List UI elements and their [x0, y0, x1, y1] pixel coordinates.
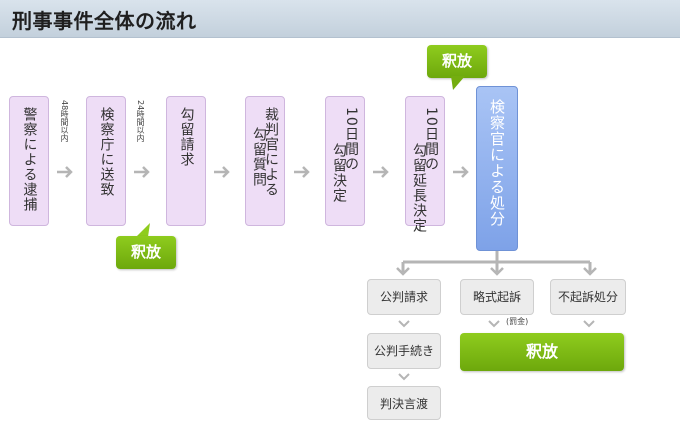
outcome-public-trial-request: 公判請求	[367, 279, 441, 315]
outcome-summary-indictment: 略式起訴	[460, 279, 534, 315]
fine-note: (罰金)	[506, 317, 529, 326]
outcome-non-indictment: 不起訴処分	[550, 279, 626, 315]
stage-sent-to-prosecutor: 検察庁に送致	[86, 96, 126, 226]
arrow-right-icon	[134, 166, 150, 178]
bubble-tail-icon	[451, 76, 465, 90]
stage-detention-extension: 10日間の 勾留延長決定	[405, 96, 445, 233]
arrow-right-icon	[453, 166, 469, 178]
stage-detention-request-label: 勾留請求	[178, 107, 195, 167]
release-result-bar: 釈放	[460, 333, 624, 371]
stage-judge-questioning-label-2: 勾留質問	[251, 127, 267, 187]
outcome-trial-procedure: 公判手続き	[367, 333, 441, 369]
arrow-right-icon	[294, 166, 310, 178]
release-result-bar-label: 釈放	[525, 342, 558, 361]
time-limit-48h: 48時間以内	[60, 100, 69, 143]
stage-prosecutor-disposition: 検察官による処分	[476, 86, 518, 251]
release-bubble-left-label: 釈放	[130, 243, 161, 261]
release-bubble-top-label: 釈放	[441, 52, 472, 70]
stage-detention-decision: 10日間の 勾留決定	[325, 96, 365, 226]
release-bubble-left: 釈放	[116, 236, 176, 269]
stage-detention-request: 勾留請求	[166, 96, 206, 226]
stage-prosecutor-disposition-label: 検察官による処分	[488, 99, 506, 227]
stage-sent-to-prosecutor-label: 検察庁に送致	[98, 107, 115, 197]
stage-police-arrest-label: 警察による逮捕	[21, 107, 38, 212]
chevron-down-icon	[398, 320, 410, 328]
stage-detention-decision-label-2: 勾留決定	[331, 143, 347, 203]
stage-detention-decision-label-1: 10日間の	[343, 107, 359, 172]
stage-detention-extension-label-1: 10日間の	[423, 107, 439, 172]
chevron-down-icon	[398, 373, 410, 381]
release-bubble-top: 釈放	[427, 45, 487, 78]
bubble-tail-icon	[136, 223, 150, 237]
stage-police-arrest: 警察による逮捕	[9, 96, 49, 226]
stage-judge-questioning-label-1: 裁判官による	[263, 107, 279, 197]
time-limit-24h: 24時間以内	[136, 100, 145, 143]
stage-judge-questioning: 裁判官による 勾留質問	[245, 96, 285, 226]
arrow-right-icon	[214, 166, 230, 178]
arrow-right-icon	[373, 166, 389, 178]
outcome-verdict: 判決言渡	[367, 386, 441, 420]
page-title: 刑事事件全体の流れ	[12, 9, 197, 33]
chevron-down-icon	[583, 320, 595, 328]
chevron-down-icon	[488, 320, 500, 328]
page-header: 刑事事件全体の流れ	[0, 0, 680, 38]
stage-detention-extension-label-2: 勾留延長決定	[411, 143, 427, 233]
arrow-right-icon	[57, 166, 73, 178]
